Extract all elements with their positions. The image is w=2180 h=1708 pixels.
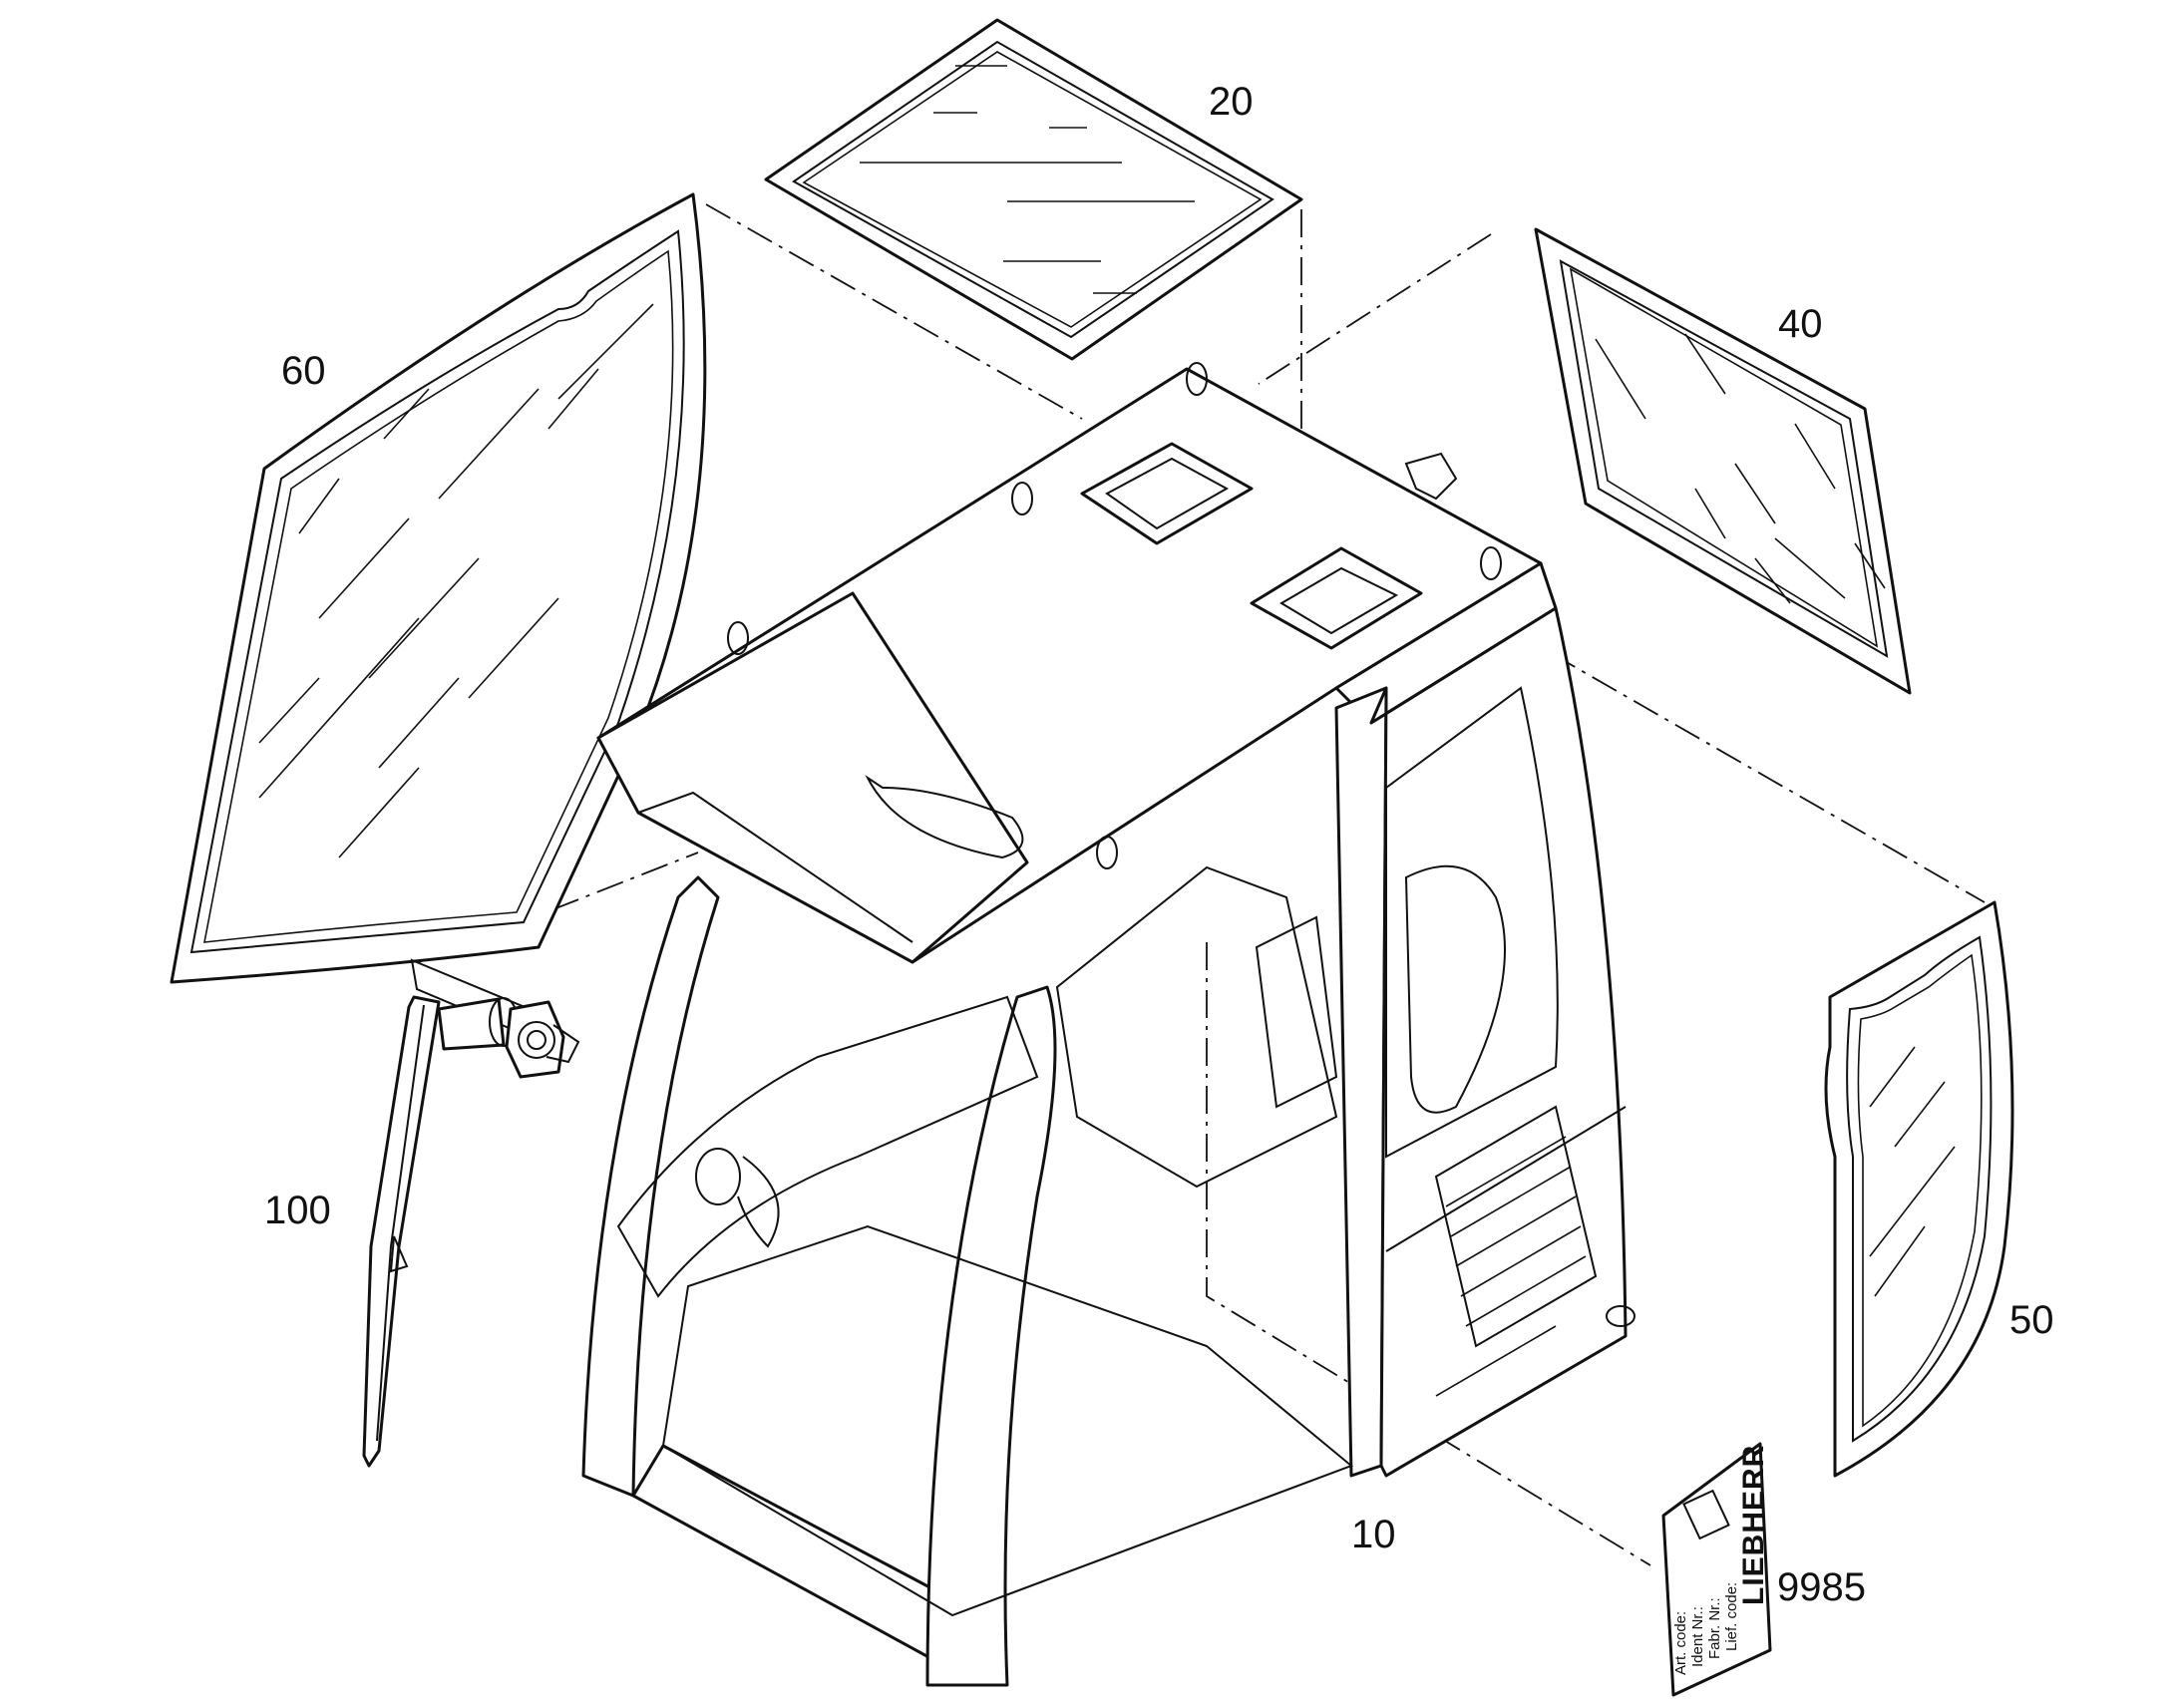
label-card-line-2: Ident Nr.:: [1689, 1606, 1706, 1667]
cab-frame-part-10[interactable]: [581, 362, 1635, 1687]
label-card-line-1: Art. code:: [1672, 1611, 1689, 1675]
label-card-part-9985[interactable]: Art. code: Ident Nr.: Fabr. Nr.: Lief. c…: [1661, 1442, 1772, 1697]
callout-100: 100: [264, 1189, 331, 1232]
liebherr-logo: LIEBHERR: [1737, 1445, 1770, 1605]
wiper-assembly-part-100[interactable]: [362, 958, 580, 1468]
callout-40: 40: [1778, 302, 1823, 346]
callout-60: 60: [281, 349, 326, 393]
callout-9985: 9985: [1777, 1565, 1866, 1609]
side-window-part-50[interactable]: [1824, 900, 2014, 1478]
callout-50: 50: [2009, 1298, 2054, 1342]
label-card-line-3: Fabr. Nr.:: [1706, 1597, 1723, 1659]
label-card-line-4: Lief. code:: [1723, 1582, 1740, 1651]
front-window-part-60[interactable]: [170, 192, 707, 984]
side-window-part-40[interactable]: [1534, 227, 1912, 695]
callout-20: 20: [1209, 80, 1254, 124]
callout-10: 10: [1351, 1513, 1396, 1556]
roof-window-part-20[interactable]: [764, 18, 1303, 361]
